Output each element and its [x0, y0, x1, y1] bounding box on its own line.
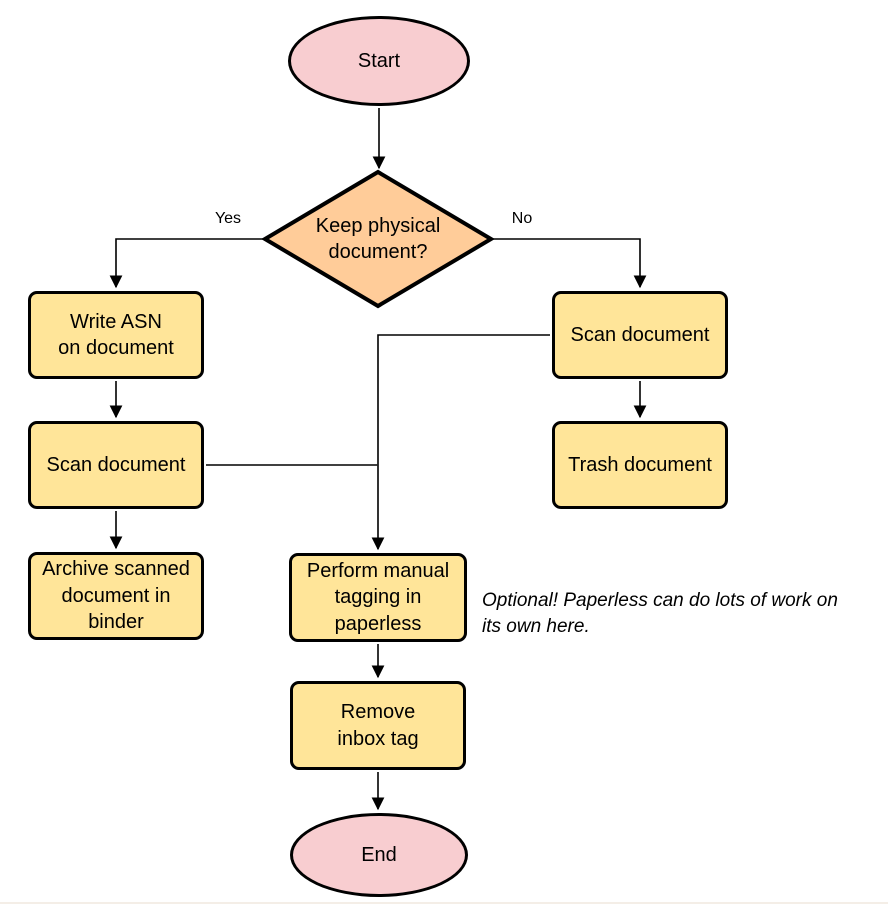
- remove-inbox-tag-process: Remove inbox tag: [290, 681, 466, 770]
- archive-process: Archive scanned document in binder: [28, 552, 204, 640]
- start-terminator: Start: [288, 16, 470, 106]
- manual-tagging-label: Perform manual tagging in paperless: [306, 559, 450, 635]
- write-asn-label: Write ASN on document: [58, 310, 174, 359]
- write-asn-process: Write ASN on document: [28, 291, 204, 379]
- manual-tagging-process: Perform manual tagging in paperless: [289, 553, 467, 642]
- edge-decision-no-to-scan: [493, 238, 647, 289]
- scan-document-discard-label: Scan document: [570, 323, 710, 346]
- yes-edge-label: Yes: [214, 210, 242, 227]
- end-terminator: End: [290, 813, 468, 897]
- scan-document-discard-process: Scan document: [552, 291, 728, 379]
- trash-document-process: Trash document: [552, 421, 728, 509]
- archive-label: Archive scanned document in binder: [42, 558, 190, 634]
- decision-diamond: Keep physical document?: [260, 167, 496, 311]
- end-label: End: [361, 843, 397, 866]
- scan-document-keep-label: Scan document: [46, 453, 186, 476]
- edge-decision-yes-to-write-asn: [109, 238, 263, 289]
- start-label: Start: [357, 49, 401, 72]
- optional-note: Optional! Paperless can do lots of work …: [482, 590, 838, 637]
- bottom-edge-divider: [0, 902, 888, 904]
- remove-inbox-tag-label: Remove inbox tag: [337, 701, 419, 750]
- no-edge-label: No: [511, 210, 533, 227]
- decision-label: Keep physical document?: [315, 215, 441, 263]
- scan-document-keep-process: Scan document: [28, 421, 204, 509]
- trash-document-label: Trash document: [568, 453, 712, 476]
- diamond-shape: [261, 169, 495, 309]
- edge-scan-discard-to-tagging: [371, 334, 550, 551]
